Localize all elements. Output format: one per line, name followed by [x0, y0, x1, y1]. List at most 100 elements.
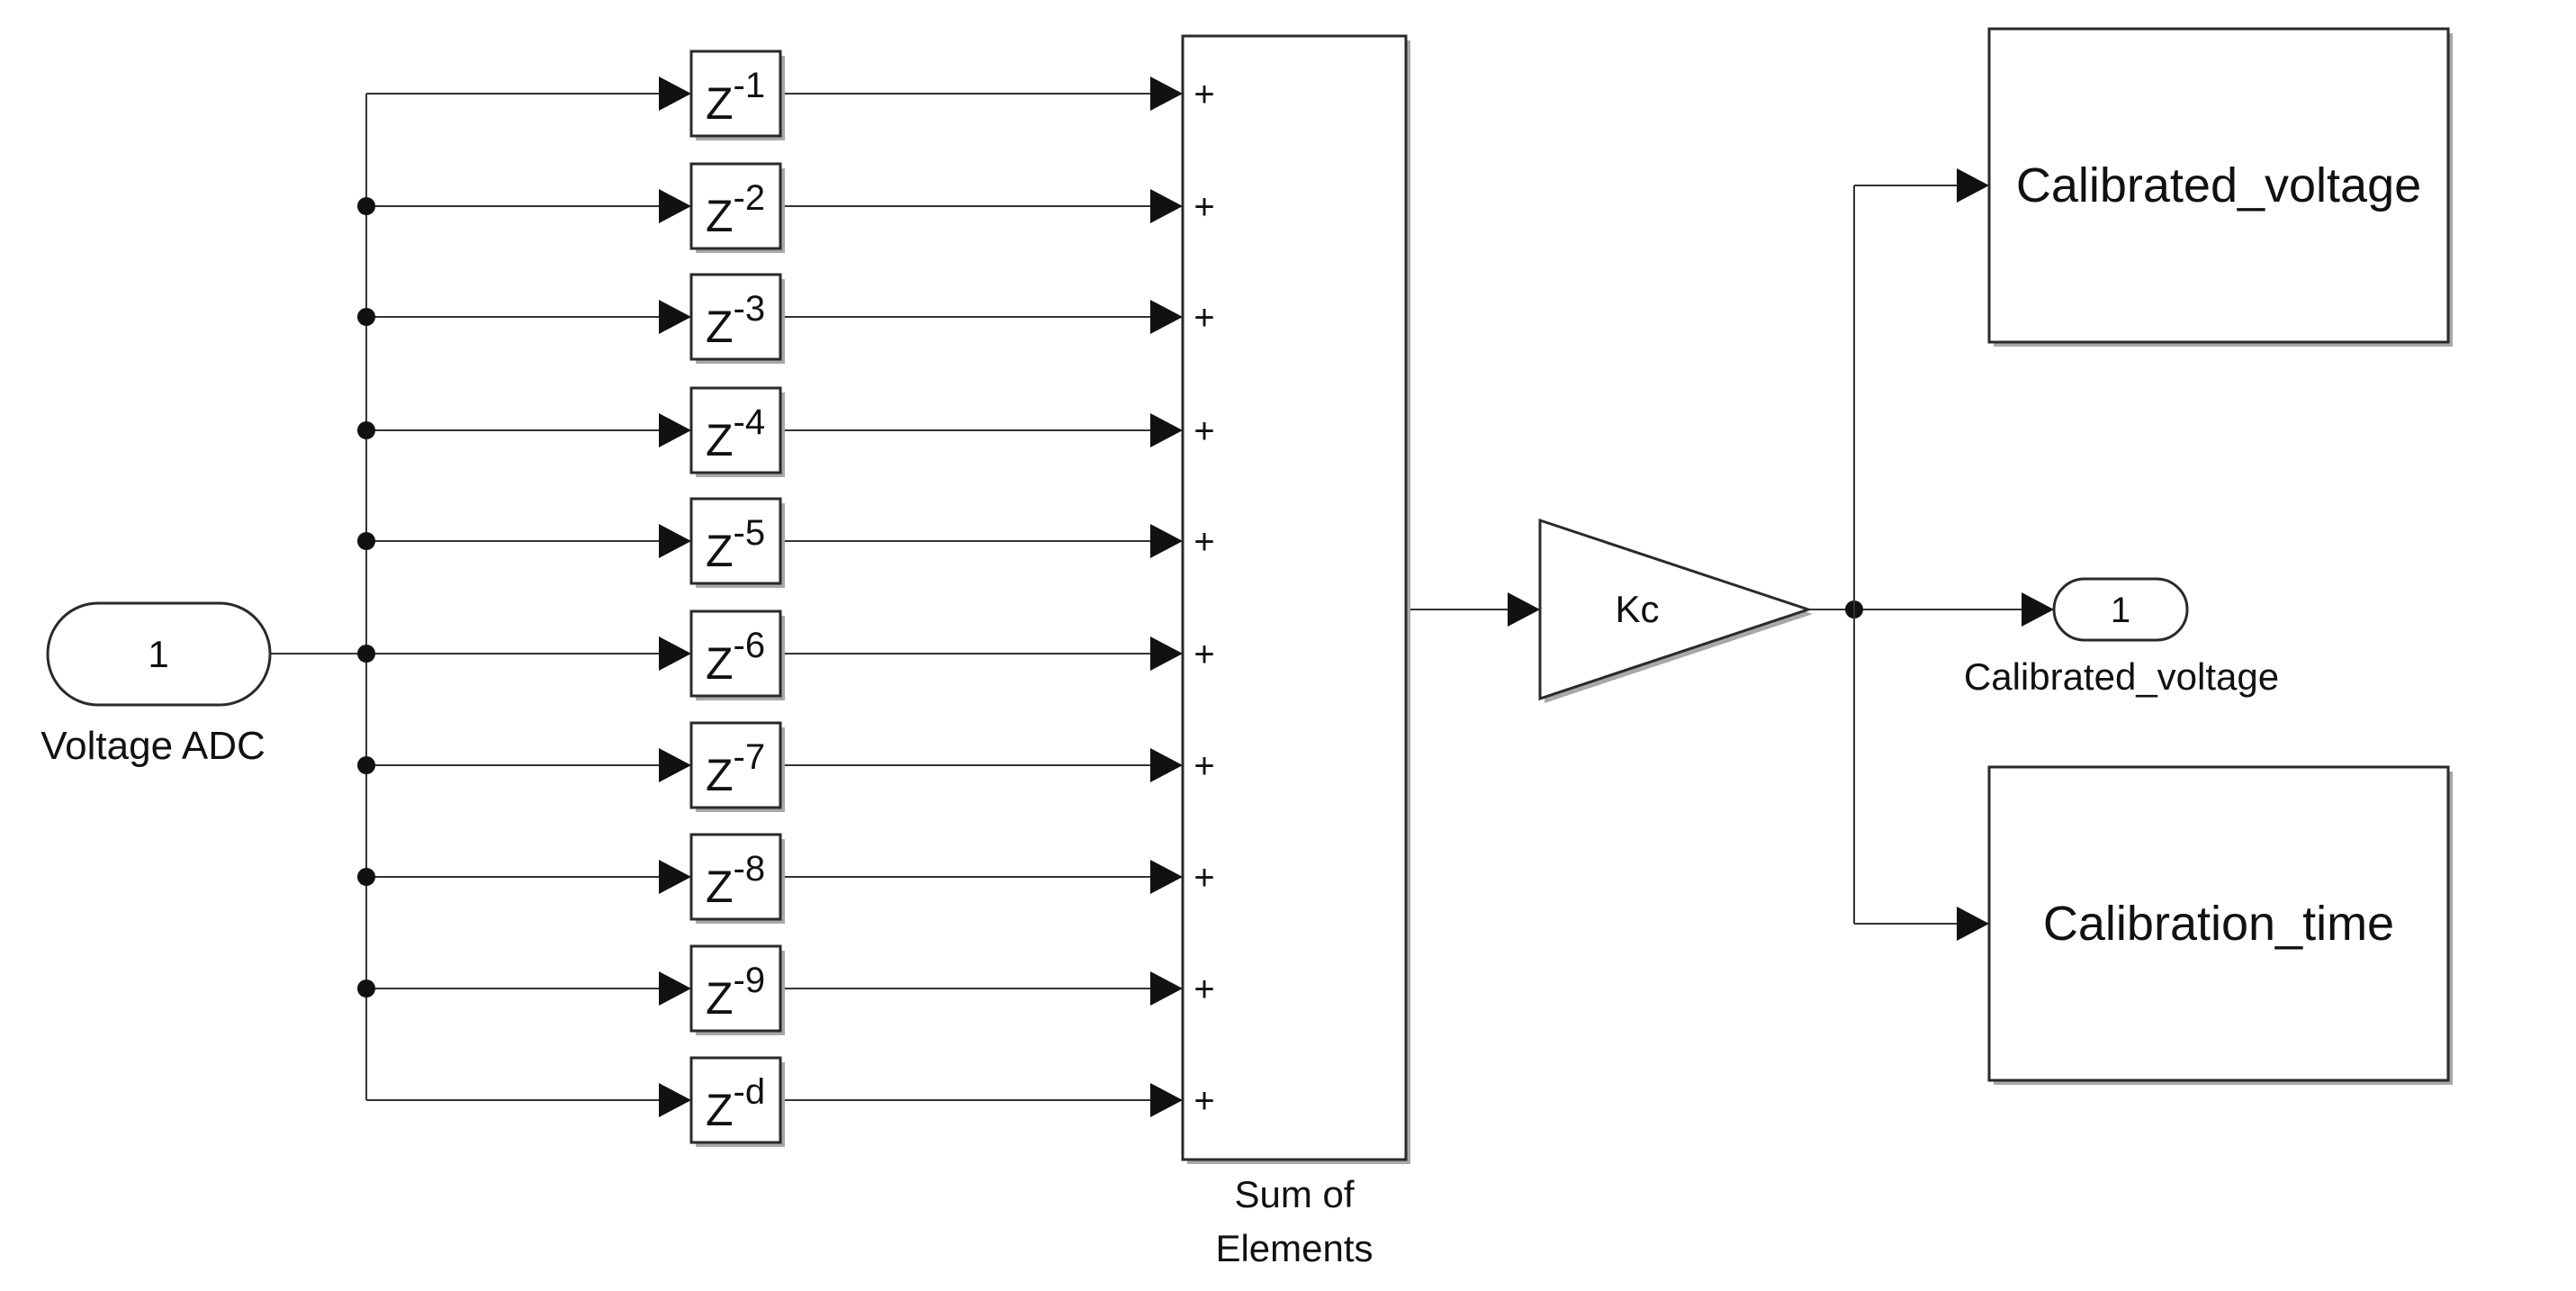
branch-point-7 — [357, 756, 375, 774]
delay-base-2: Z — [706, 191, 734, 241]
sum-input-sign-6: + — [1193, 635, 1214, 674]
unit-delay-block-6[interactable]: Z-6 — [689, 609, 785, 700]
delay-exponent-1: -1 — [734, 66, 766, 105]
sum-input-arrow-10 — [1150, 1083, 1183, 1117]
delay-input-arrow-5 — [659, 524, 691, 558]
unit-delay-block-7-body — [689, 721, 782, 809]
delay-base-10: Z — [706, 1085, 734, 1135]
sum-input-sign-1: + — [1193, 75, 1214, 114]
branch-point-5 — [357, 532, 375, 550]
delay-base-7: Z — [706, 750, 734, 800]
subsystem-block-2-body — [1987, 765, 2450, 1082]
delay-exponent-8: -8 — [734, 849, 766, 889]
unit-delay-block-3[interactable]: Z-3 — [689, 273, 785, 364]
branch-point-2 — [357, 197, 375, 215]
unit-delay-block-2-body — [689, 162, 782, 250]
sum-input-arrow-4 — [1150, 413, 1183, 447]
gain-triangle — [1538, 518, 1813, 701]
delay-exponent-6: -6 — [734, 626, 766, 665]
delay-label-2: Z-2 — [706, 178, 765, 241]
delay-label-1: Z-1 — [706, 66, 765, 129]
delay-exponent-9: -9 — [734, 961, 766, 1000]
delay-exponent-10: -d — [734, 1072, 766, 1112]
delay-input-arrow-9 — [659, 971, 691, 1006]
delay-base-4: Z — [706, 415, 734, 465]
unit-delay-block-5[interactable]: Z-5 — [689, 497, 785, 588]
gain-input-arrow — [1508, 592, 1540, 627]
unit-delay-block-1-body — [689, 50, 782, 138]
delay-exponent-5: -5 — [734, 513, 766, 553]
sum-of-elements-block[interactable]: + + + + + + + + + + — [1181, 34, 1410, 1164]
delay-label-3: Z-3 — [706, 289, 765, 352]
sum-input-arrow-7 — [1150, 748, 1183, 782]
delay-label-7: Z-7 — [706, 737, 765, 800]
sum-input-sign-4: + — [1193, 411, 1214, 451]
delay-exponent-2: -2 — [734, 178, 766, 218]
sum-input-sign-5: + — [1193, 522, 1214, 562]
outport-arrow — [2022, 592, 2054, 627]
delay-label-6: Z-6 — [706, 626, 765, 689]
signal-lines — [270, 77, 2054, 1117]
delay-base-3: Z — [706, 302, 734, 352]
sum-input-arrow-6 — [1150, 636, 1183, 671]
unit-delay-block-8-body — [689, 833, 782, 921]
outport-label: Calibrated_voltage — [1964, 655, 2279, 698]
inport-number: 1 — [148, 633, 168, 675]
sum-input-arrow-5 — [1150, 524, 1183, 558]
delay-exponent-7: -7 — [734, 737, 766, 777]
sum-input-sign-8: + — [1193, 858, 1214, 898]
unit-delay-block-4-body — [689, 386, 782, 474]
subsystem1-input-arrow — [1957, 168, 1989, 203]
sum-label-line1: Sum of — [1234, 1173, 1354, 1215]
branch-point-3 — [357, 308, 375, 326]
subsystem-label-1: Calibrated_voltage — [2016, 158, 2421, 212]
unit-delay-block-4[interactable]: Z-4 — [689, 386, 785, 477]
outport-number: 1 — [2111, 591, 2130, 630]
delay-base-5: Z — [706, 526, 734, 576]
unit-delay-block-5-body — [689, 497, 782, 585]
subsystem-block-1[interactable]: Calibrated_voltage — [1987, 27, 2453, 347]
delay-input-arrow-3 — [659, 300, 691, 334]
gain-label: Kc — [1615, 588, 1659, 630]
outport-block[interactable]: 1 — [2052, 577, 2189, 642]
branch-point-6 — [357, 645, 375, 663]
sum-input-sign-9: + — [1193, 970, 1214, 1009]
sum-of-elements-block-body — [1181, 34, 1408, 1161]
sum-input-arrow-1 — [1150, 77, 1183, 111]
delay-input-arrow-2 — [659, 189, 691, 223]
unit-delay-block-7[interactable]: Z-7 — [689, 721, 785, 812]
unit-delay-block-2[interactable]: Z-2 — [689, 162, 785, 253]
delay-base-6: Z — [706, 638, 734, 689]
subsystem2-input-arrow — [1957, 907, 1989, 941]
gain-block[interactable]: Kc — [1538, 518, 1813, 703]
sum-input-sign-7: + — [1193, 746, 1214, 786]
sum-input-arrow-3 — [1150, 300, 1183, 334]
sum-input-sign-10: + — [1193, 1081, 1214, 1121]
delay-label-9: Z-9 — [706, 961, 765, 1024]
unit-delay-block-6-body — [689, 609, 782, 698]
delay-exponent-4: -4 — [734, 402, 766, 442]
unit-delay-block-8[interactable]: Z-8 — [689, 833, 785, 924]
sum-input-sign-3: + — [1193, 298, 1214, 338]
delay-label-4: Z-4 — [706, 402, 765, 465]
delay-input-arrow-8 — [659, 860, 691, 894]
delay-input-arrow-1 — [659, 77, 691, 111]
subsystem-block-2[interactable]: Calibration_time — [1987, 765, 2453, 1085]
sum-input-sign-2: + — [1193, 187, 1214, 227]
delay-base-9: Z — [706, 973, 734, 1024]
unit-delay-block-10[interactable]: Z-d — [689, 1056, 785, 1147]
delay-label-8: Z-8 — [706, 849, 765, 912]
inport-label: Voltage ADC — [41, 724, 266, 768]
unit-delay-block-1[interactable]: Z-1 — [689, 50, 785, 140]
delay-input-arrow-10 — [659, 1083, 691, 1117]
delay-input-arrow-6 — [659, 636, 691, 671]
delay-exponent-3: -3 — [734, 289, 766, 329]
inport-block[interactable]: 1 — [46, 601, 272, 707]
unit-delay-block-9[interactable]: Z-9 — [689, 944, 785, 1035]
branch-point-4 — [357, 421, 375, 439]
delay-base-8: Z — [706, 862, 734, 912]
delay-label-5: Z-5 — [706, 513, 765, 576]
branch-point-9 — [357, 980, 375, 998]
